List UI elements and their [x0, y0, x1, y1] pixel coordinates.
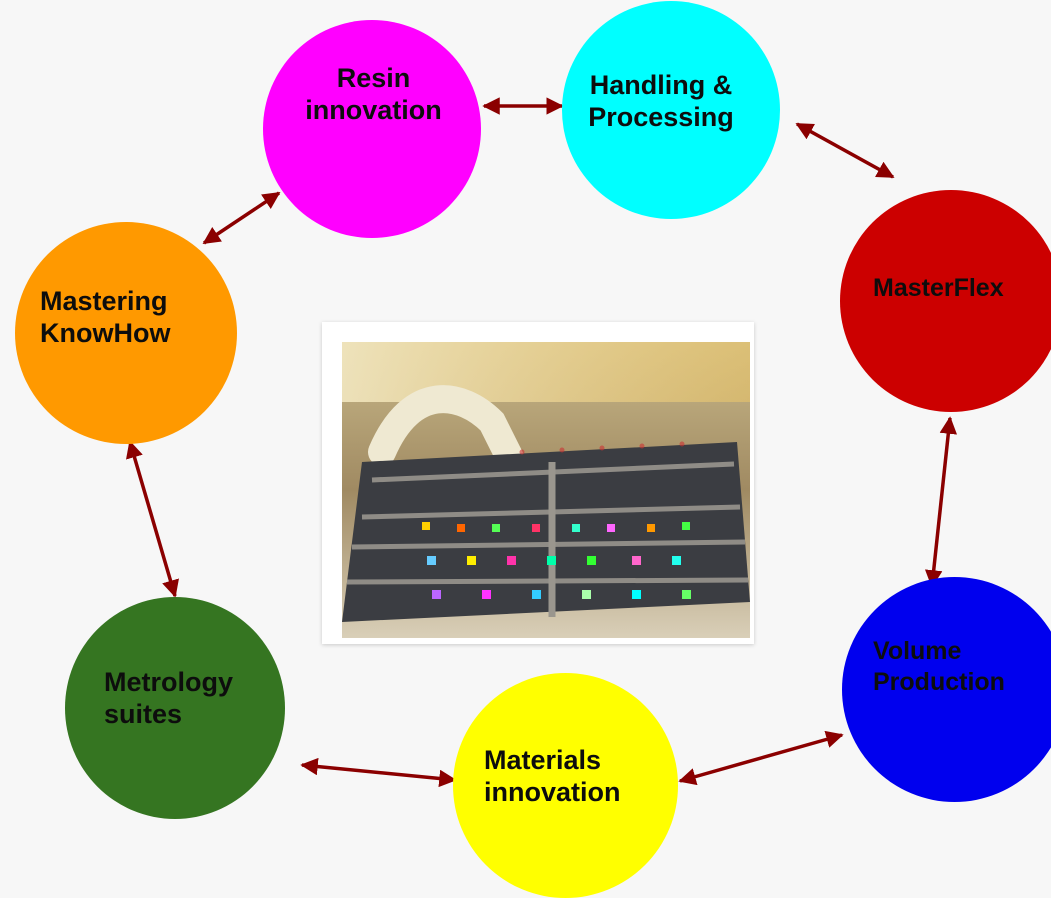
machine-photo — [322, 322, 754, 644]
arrow-volume-materials — [678, 730, 844, 786]
arrow-metrology-mastering — [126, 440, 179, 598]
arrow-mastering-resin — [202, 191, 281, 245]
node-materials-innovation — [453, 673, 678, 898]
arrow-handling-masterflex — [795, 122, 895, 179]
label-mastering-knowhow: Mastering KnowHow — [40, 286, 171, 348]
arrow-materials-metrology — [300, 757, 457, 788]
node-handling-processing — [562, 1, 780, 219]
node-volume-production — [842, 577, 1051, 802]
label-volume-production: Volume Production — [873, 637, 1005, 696]
node-masterflex — [840, 190, 1051, 412]
machine-photo-image — [342, 342, 750, 638]
node-mastering-knowhow — [15, 222, 237, 444]
label-materials-innovation: Materials innovation — [484, 745, 621, 807]
node-metrology-suites — [65, 597, 285, 819]
node-resin-innovation — [263, 20, 481, 238]
label-resin-innovation: Resin innovation — [305, 63, 442, 125]
label-metrology-suites: Metrology suites — [104, 667, 234, 729]
arrow-masterflex-volume — [924, 416, 958, 588]
label-handling-processing: Handling & Processing — [588, 70, 734, 132]
label-masterflex: MasterFlex — [873, 274, 1004, 302]
